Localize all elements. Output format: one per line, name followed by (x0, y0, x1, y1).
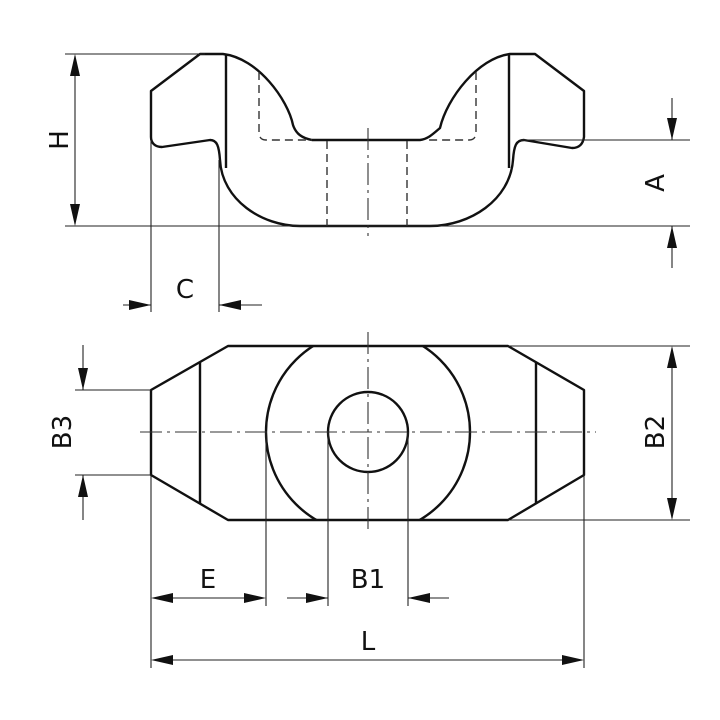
label-A: A (641, 174, 671, 192)
label-B2: B2 (641, 415, 671, 449)
label-H: H (45, 130, 75, 150)
hidden-line-left (258, 72, 312, 141)
label-B3: B3 (48, 415, 78, 449)
dimension-B3: B3 (48, 345, 151, 520)
dimension-H: H (45, 53, 690, 227)
label-E: E (200, 565, 216, 595)
top-view (140, 332, 596, 530)
dimension-E: E (150, 432, 267, 668)
label-C: C (176, 275, 194, 305)
dimension-B2: B2 (508, 345, 690, 521)
hidden-line-right (428, 72, 477, 141)
dimension-C: C (123, 140, 262, 312)
side-view (149, 52, 586, 236)
label-L: L (361, 627, 376, 657)
dimension-B1: B1 (287, 432, 449, 606)
dimension-L: L (151, 475, 585, 668)
label-B1: B1 (351, 565, 385, 595)
dimension-A: A (520, 98, 690, 268)
